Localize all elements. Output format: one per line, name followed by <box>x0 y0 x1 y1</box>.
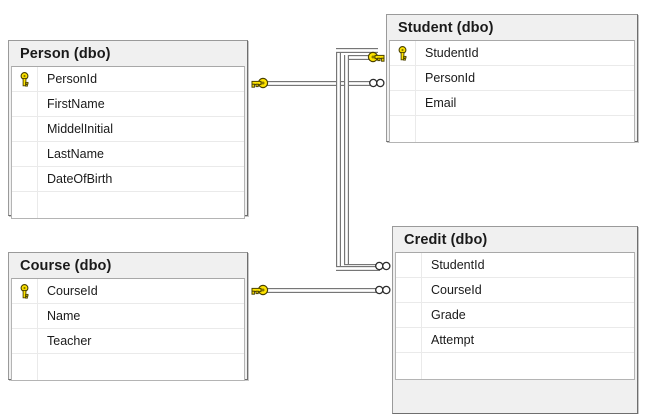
column-name: CourseId <box>431 282 482 297</box>
column-row[interactable]: Name <box>12 304 244 329</box>
column-row[interactable]: PersonId <box>390 66 634 91</box>
column-name: StudentId <box>431 257 485 272</box>
column-name: StudentId <box>425 45 479 60</box>
relationship-endpoint-infinity-student-personid <box>368 77 386 89</box>
table-title-student: Student (dbo) <box>389 17 635 40</box>
relationship-endpoint-key-course <box>250 283 270 297</box>
key-cell-empty <box>396 303 422 327</box>
column-row[interactable]: CourseId <box>396 278 634 303</box>
key-cell-empty <box>396 353 422 379</box>
relationship-line-student-credit-top[interactable] <box>344 55 378 60</box>
column-name: Attempt <box>431 332 475 347</box>
key-cell-empty <box>396 253 422 277</box>
column-row[interactable]: CourseId <box>12 279 244 304</box>
column-row[interactable]: StudentId <box>396 253 634 278</box>
key-cell-empty <box>12 329 38 353</box>
relationship-endpoint-key-person <box>250 76 270 90</box>
primary-key-icon <box>12 279 38 303</box>
column-row[interactable]: Attempt <box>396 328 634 353</box>
column-row[interactable]: PersonId <box>12 67 244 92</box>
primary-key-icon <box>390 41 416 65</box>
relationship-line-person-student[interactable] <box>262 81 370 86</box>
column-row[interactable]: MiddelInitial <box>12 117 244 142</box>
column-name: DateOfBirth <box>47 171 113 186</box>
key-cell-empty <box>12 117 38 141</box>
key-cell-empty <box>12 304 38 328</box>
column-row[interactable]: DateOfBirth <box>12 167 244 192</box>
key-cell-empty <box>390 91 416 115</box>
column-row[interactable]: StudentId <box>390 41 634 66</box>
column-row[interactable]: Email <box>390 91 634 116</box>
key-cell-empty <box>390 66 416 90</box>
column-row-empty[interactable] <box>396 353 634 379</box>
relationship-endpoint-infinity-credit-courseid <box>374 284 392 296</box>
key-cell-empty <box>12 142 38 166</box>
column-row[interactable]: LastName <box>12 142 244 167</box>
key-cell-empty <box>12 192 38 218</box>
column-row-empty[interactable] <box>12 192 244 218</box>
key-cell-empty <box>12 92 38 116</box>
column-name: CourseId <box>47 283 98 298</box>
column-name: PersonId <box>47 71 98 86</box>
column-row[interactable]: FirstName <box>12 92 244 117</box>
column-row-empty[interactable] <box>12 354 244 380</box>
key-cell-empty <box>12 354 38 380</box>
relationship-line-course-credit[interactable] <box>262 288 376 293</box>
table-title-credit: Credit (dbo) <box>395 229 635 252</box>
column-name: Name <box>47 308 81 323</box>
key-cell-empty <box>390 116 416 142</box>
column-row-empty[interactable] <box>390 116 634 142</box>
relationship-line-student-credit-vertical[interactable] <box>344 55 349 269</box>
column-name: FirstName <box>47 96 105 111</box>
primary-key-icon <box>12 67 38 91</box>
table-title-person: Person (dbo) <box>11 43 245 66</box>
key-cell-empty <box>396 278 422 302</box>
column-name: PersonId <box>425 70 476 85</box>
column-name: LastName <box>47 146 104 161</box>
column-name: Email <box>425 95 457 110</box>
table-title-course: Course (dbo) <box>11 255 245 278</box>
key-cell-empty <box>396 328 422 352</box>
key-cell-empty <box>12 167 38 191</box>
column-row[interactable]: Teacher <box>12 329 244 354</box>
column-name: MiddelInitial <box>47 121 114 136</box>
column-name: Grade <box>431 307 466 322</box>
relationship-endpoint-key-student <box>366 50 386 64</box>
relationship-rail-bottom[interactable] <box>336 266 380 271</box>
column-row[interactable]: Grade <box>396 303 634 328</box>
relationship-rail-vertical[interactable] <box>336 48 341 271</box>
relationship-rail-top[interactable] <box>336 48 378 53</box>
relationship-endpoint-infinity-credit-studentid <box>374 260 392 272</box>
column-name: Teacher <box>47 333 92 348</box>
